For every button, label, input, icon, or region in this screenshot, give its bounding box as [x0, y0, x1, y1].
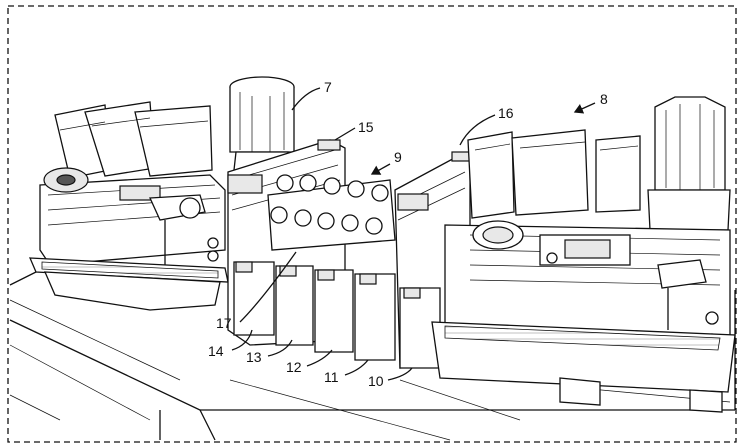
label-10: 10 [368, 373, 384, 389]
counter [9, 269, 736, 441]
storage-bins [233, 261, 441, 369]
leader-lines [231, 87, 596, 381]
right-coffee-machine [431, 96, 736, 413]
left-coffee-machine [28, 101, 229, 311]
label-11: 11 [324, 369, 339, 385]
figure-border [7, 5, 737, 443]
label-17: 17 [216, 315, 232, 331]
cup-array [267, 174, 396, 251]
label-14: 14 [208, 343, 224, 359]
label-13: 13 [246, 349, 262, 365]
label-9: 9 [394, 149, 402, 165]
label-15: 15 [358, 119, 374, 135]
label-7: 7 [324, 79, 332, 95]
label-12: 12 [286, 359, 302, 375]
label-8: 8 [600, 91, 608, 107]
label-16: 16 [498, 105, 514, 121]
